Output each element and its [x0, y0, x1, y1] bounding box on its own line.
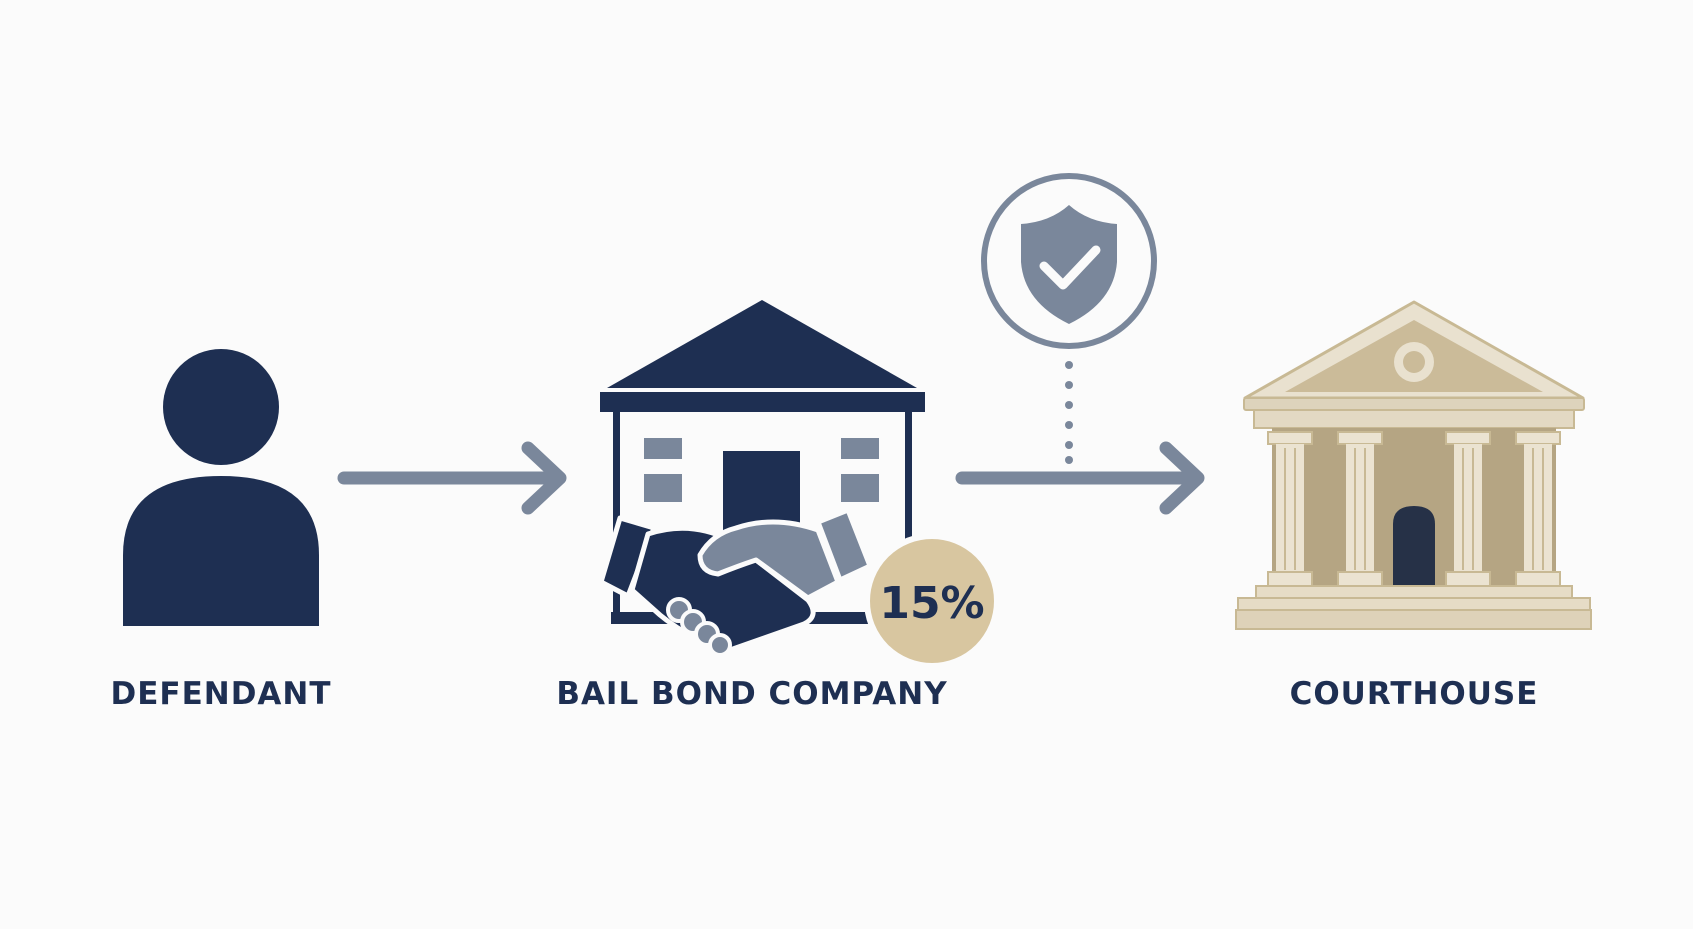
window-right: [841, 438, 879, 502]
badge-percentage-text: 15%: [879, 578, 984, 629]
person-icon: [123, 349, 319, 626]
office-handshake-icon: 15%: [598, 300, 1000, 669]
courthouse-door: [1393, 506, 1435, 586]
column: [1445, 431, 1491, 587]
courthouse-icon: [1235, 300, 1592, 630]
percentage-badge: 15%: [864, 533, 1000, 669]
arrow-defendant-to-company: [337, 441, 567, 515]
dotted-connector: [1065, 361, 1073, 464]
defendant-label: DEFENDANT: [110, 676, 332, 712]
arrow-company-to-courthouse: [955, 441, 1205, 515]
bail-bond-company-label: BAIL BOND COMPANY: [556, 676, 948, 712]
shield-check-icon: [981, 173, 1157, 349]
column: [1267, 431, 1313, 587]
courthouse-label: COURTHOUSE: [1289, 676, 1539, 712]
window-left: [644, 438, 682, 502]
column: [1337, 431, 1383, 587]
handshake-icon: [598, 507, 873, 657]
column: [1515, 431, 1561, 587]
